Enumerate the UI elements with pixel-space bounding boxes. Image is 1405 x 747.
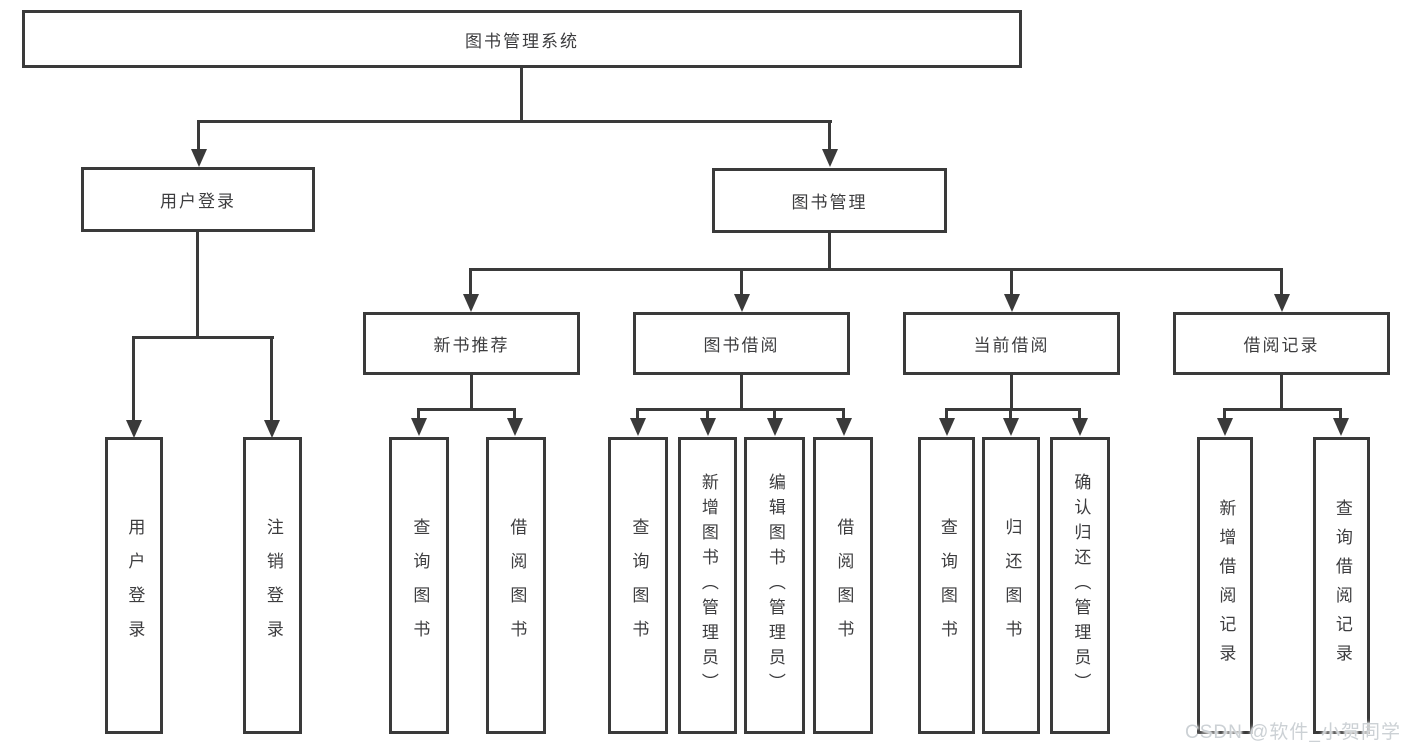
node-borrow-record: 借阅记录 — [1173, 312, 1390, 375]
leaf-label: 查询图书 — [937, 517, 957, 654]
node-library-management-system: 图书管理系统 — [22, 10, 1022, 68]
edge-current-borrow-bar — [945, 408, 1080, 411]
arrowhead-down-icon — [264, 420, 280, 438]
edge-to-user-login — [197, 120, 200, 150]
leaf-label: 归还图书 — [1002, 517, 1022, 654]
edge-borrow-record-stem — [1280, 375, 1283, 408]
node-label: 新书推荐 — [433, 336, 510, 355]
node-label: 当前借阅 — [973, 336, 1050, 355]
arrowhead-down-icon — [411, 418, 427, 436]
leaf-logout: 注销登录 — [243, 437, 302, 734]
leaf-edit-books-admin: 编辑图书（管理员） — [744, 437, 805, 734]
edge-to-current-borrow — [1010, 268, 1013, 296]
leaf-recommend-query-books: 查询图书 — [389, 437, 449, 734]
arrowhead-down-icon — [822, 149, 838, 167]
edge-to-leaf — [417, 408, 420, 420]
edge-to-leaf — [1223, 408, 1226, 420]
node-user-login-branch: 用户登录 — [81, 167, 315, 232]
edge-user-login-bar — [132, 336, 274, 339]
node-label: 图书借阅 — [703, 336, 780, 355]
edge-to-borrow-record — [1280, 268, 1283, 296]
leaf-borrow-query-books: 查询图书 — [608, 437, 668, 734]
leaf-label: 用户登录 — [125, 517, 145, 654]
edge-new-book-recommend-bar — [417, 408, 516, 411]
edge-to-book-management — [828, 120, 831, 150]
edge-to-leaf — [706, 408, 709, 420]
edge-book-management-bar — [469, 268, 1283, 271]
edge-new-book-recommend-stem — [470, 375, 473, 408]
edge-to-leaf — [513, 408, 516, 420]
arrowhead-down-icon — [507, 418, 523, 436]
leaf-label: 新增借阅记录 — [1216, 498, 1236, 673]
arrowhead-down-icon — [700, 418, 716, 436]
arrowhead-down-icon — [191, 149, 207, 167]
arrowhead-down-icon — [767, 418, 783, 436]
node-label: 图书管理 — [791, 193, 868, 212]
node-book-borrow: 图书借阅 — [633, 312, 850, 375]
leaf-add-borrow-record: 新增借阅记录 — [1197, 437, 1253, 734]
edge-book-borrow-stem — [740, 375, 743, 408]
leaf-query-borrow-record: 查询借阅记录 — [1313, 437, 1370, 734]
edge-to-leaf — [1339, 408, 1342, 420]
arrowhead-down-icon — [126, 420, 142, 438]
edge-to-leaf — [842, 408, 845, 420]
leaf-label: 编辑图书（管理员） — [765, 473, 785, 698]
edge-root-stem — [520, 68, 523, 120]
leaf-label: 查询图书 — [410, 517, 430, 654]
node-label: 借阅记录 — [1243, 336, 1320, 355]
edge-to-book-borrow — [740, 268, 743, 296]
leaf-return-books: 归还图书 — [982, 437, 1040, 734]
node-new-book-recommend: 新书推荐 — [363, 312, 580, 375]
leaf-borrow-books: 借阅图书 — [813, 437, 873, 734]
edge-to-leaf — [636, 408, 639, 420]
edge-to-leaf — [945, 408, 948, 420]
arrowhead-down-icon — [939, 418, 955, 436]
edge-to-new-book-recommend — [469, 268, 472, 296]
leaf-recommend-borrow-books: 借阅图书 — [486, 437, 546, 734]
edge-to-leaf-logout — [270, 336, 273, 422]
arrowhead-down-icon — [1217, 418, 1233, 436]
edge-to-leaf — [1009, 408, 1012, 420]
node-label: 用户登录 — [160, 192, 236, 211]
arrowhead-down-icon — [836, 418, 852, 436]
arrowhead-down-icon — [463, 294, 479, 312]
arrowhead-down-icon — [734, 294, 750, 312]
leaf-confirm-return-admin: 确认归还（管理员） — [1050, 437, 1110, 734]
node-book-management-branch: 图书管理 — [712, 168, 947, 233]
edge-borrow-record-bar — [1223, 408, 1342, 411]
leaf-label: 借阅图书 — [507, 517, 527, 654]
arrowhead-down-icon — [1333, 418, 1349, 436]
leaf-label: 借阅图书 — [834, 517, 854, 654]
leaf-label: 查询图书 — [629, 517, 649, 654]
leaf-current-query-books: 查询图书 — [918, 437, 975, 734]
arrowhead-down-icon — [1274, 294, 1290, 312]
node-label: 图书管理系统 — [465, 31, 579, 51]
leaf-add-books-admin: 新增图书（管理员） — [678, 437, 737, 734]
arrowhead-down-icon — [1004, 294, 1020, 312]
leaf-label: 确认归还（管理员） — [1071, 473, 1091, 698]
arrowhead-down-icon — [630, 418, 646, 436]
edge-book-borrow-bar — [636, 408, 845, 411]
leaf-label: 新增图书（管理员） — [698, 473, 718, 698]
edge-root-bar — [197, 120, 832, 123]
edge-to-leaf-user-login — [132, 336, 135, 422]
edge-user-login-stem — [196, 232, 199, 336]
edge-current-borrow-stem — [1010, 375, 1013, 408]
leaf-label: 注销登录 — [263, 517, 283, 654]
arrowhead-down-icon — [1072, 418, 1088, 436]
csdn-watermark: CSDN @软件_小贺同学 — [1185, 722, 1401, 743]
leaf-label: 查询借阅记录 — [1332, 498, 1352, 673]
leaf-user-login: 用户登录 — [105, 437, 163, 734]
arrowhead-down-icon — [1003, 418, 1019, 436]
edge-to-leaf — [1078, 408, 1081, 420]
edge-book-management-stem — [828, 233, 831, 268]
edge-to-leaf — [773, 408, 776, 420]
node-current-borrow: 当前借阅 — [903, 312, 1120, 375]
